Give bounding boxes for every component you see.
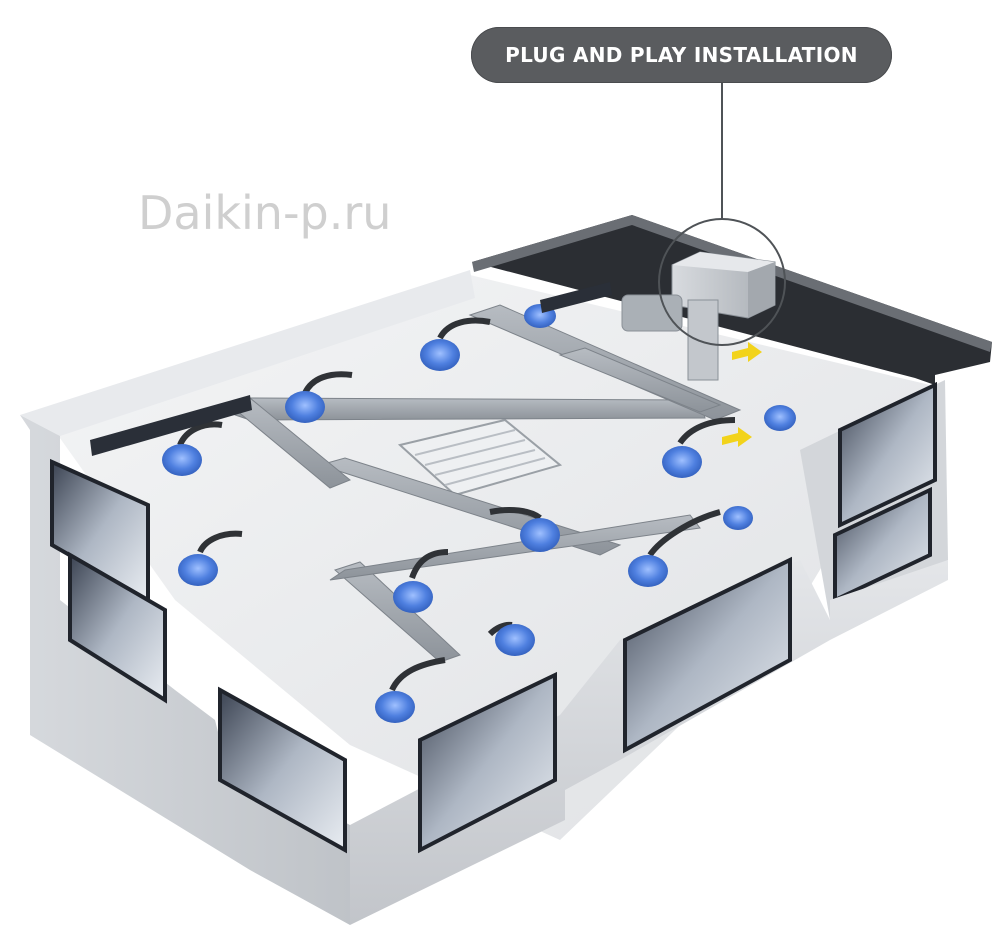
duct-branch-front — [334, 561, 461, 663]
duct-branch-right — [558, 347, 722, 413]
indoor-unit-icon — [489, 507, 560, 552]
indoor-unit-icon — [375, 657, 446, 723]
indoor-unit-icon — [393, 549, 449, 613]
stair-opening — [397, 418, 563, 497]
indoor-unit-icon — [628, 509, 721, 587]
indoor-unit-icon — [420, 317, 491, 371]
front-window-center — [623, 556, 792, 754]
right-window-lower — [833, 486, 932, 604]
front-wall — [350, 560, 948, 925]
watermark: Daikin-p.ru — [138, 186, 392, 240]
indoor-units — [162, 304, 796, 723]
callout-text: PLUG AND PLAY INSTALLATION — [505, 43, 858, 67]
indoor-unit-icon — [764, 405, 796, 431]
indoor-unit-icon — [662, 417, 736, 478]
back-wall-glazing-right — [540, 282, 612, 313]
stair-steps — [414, 429, 546, 486]
indoor-unit-icon — [723, 506, 753, 530]
flow-arrow-icon — [722, 342, 762, 447]
left-window-2 — [218, 686, 347, 854]
indoor-unit-icon — [162, 421, 223, 476]
indoor-unit-icon — [487, 621, 535, 656]
callout-label: PLUG AND PLAY INSTALLATION — [471, 27, 892, 83]
indoor-unit-icon — [178, 530, 243, 586]
front-window-door — [418, 671, 557, 854]
ventilation-unit-icon — [621, 251, 776, 381]
left-window-lower — [68, 551, 167, 704]
indoor-unit-icon — [285, 371, 353, 423]
back-wall-glazing — [90, 395, 252, 456]
right-window-upper — [838, 381, 937, 529]
back-wall — [20, 270, 475, 436]
